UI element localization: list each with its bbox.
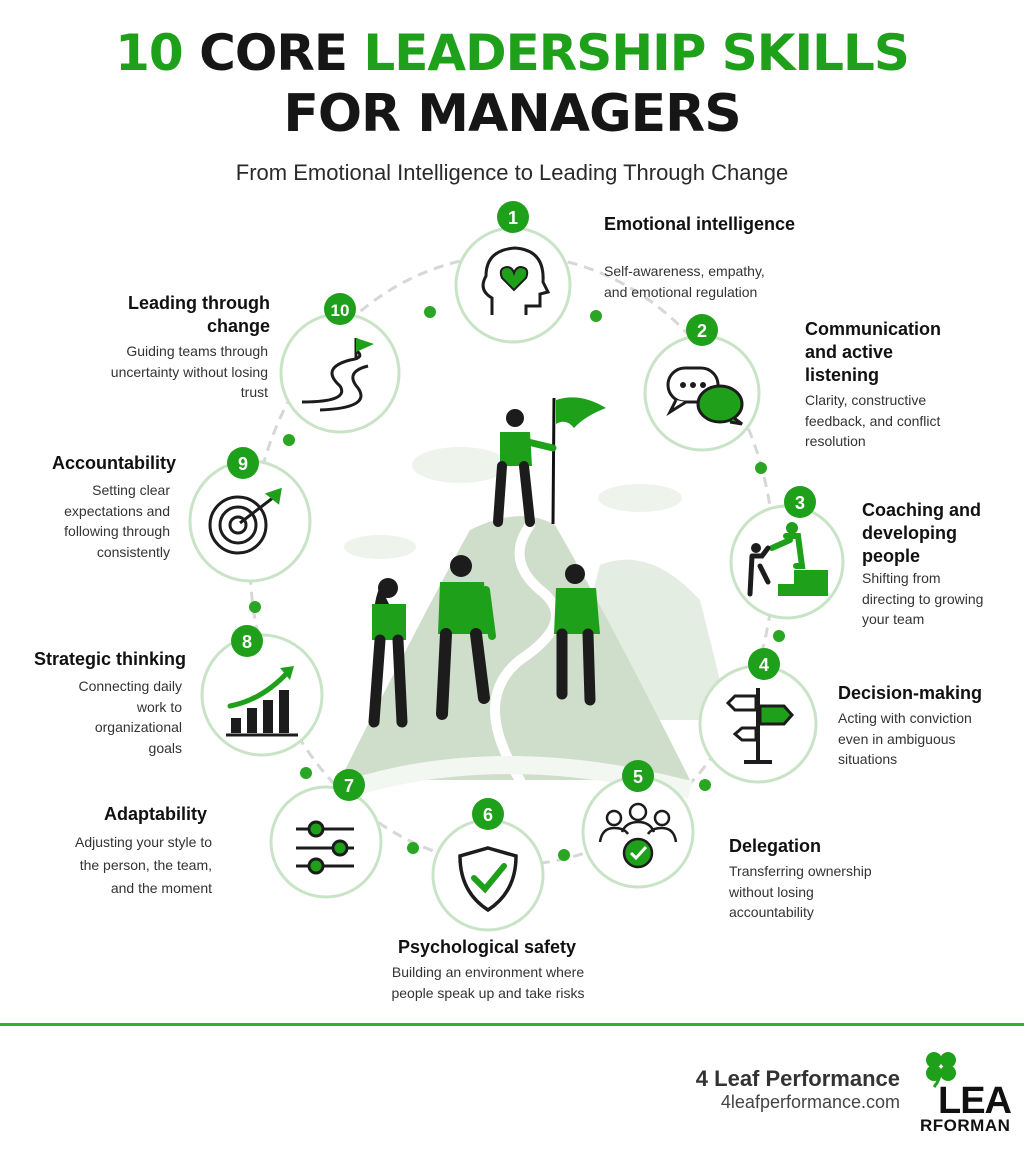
- skill-number: 1: [508, 208, 518, 228]
- skill-desc-8: Connecting daily work to organizational …: [78, 678, 182, 756]
- stairs-helping-icon: [747, 522, 828, 597]
- title-number: 10: [115, 24, 184, 82]
- skill-title-4: Decision-making: [838, 683, 983, 703]
- skill-number: 2: [697, 321, 707, 341]
- cloud: [412, 447, 508, 483]
- skill-desc-5: Transferring ownership without losing ac…: [729, 863, 872, 920]
- connector-dots: [249, 306, 785, 861]
- cloud: [344, 535, 416, 559]
- skill-number: 3: [795, 493, 805, 513]
- team-member-man: [554, 564, 600, 706]
- skill-desc-2: Clarity, constructive feedback, and conf…: [805, 392, 941, 449]
- skill-node-8: 8: [200, 625, 324, 757]
- sliders-icon: [296, 820, 354, 875]
- skill-title-3: Coaching and developing people: [862, 500, 982, 566]
- team-check-icon: [598, 802, 678, 869]
- skill-title-6: Psychological safety: [397, 937, 577, 957]
- brand-url[interactable]: 4leafperformance.com: [720, 1092, 900, 1112]
- skill-title-1: Emotional intelligence: [604, 214, 796, 234]
- logo-text: LEA: [938, 1080, 1012, 1122]
- skill-node-1: 1: [454, 201, 572, 344]
- mountain: [340, 516, 690, 780]
- title-highlight: LEADERSHIP SKILLS: [363, 24, 909, 82]
- skill-desc-9: Setting clear expectations and following…: [64, 482, 170, 560]
- skill-desc-4: Acting with conviction even in ambiguous…: [838, 710, 972, 767]
- skills-diagram: 1 2 3 4: [188, 201, 845, 932]
- skill-title-5: Delegation: [729, 836, 822, 856]
- skill-node-2: 2: [643, 314, 761, 452]
- leader-with-flag: [493, 397, 606, 527]
- team-member-woman: [368, 578, 408, 728]
- chat-bubbles-icon: [666, 366, 744, 426]
- footer-divider: [0, 1023, 1024, 1026]
- heart-head-icon: [481, 246, 551, 315]
- skill-node-6: 6: [431, 798, 545, 932]
- brand-name: 4 Leaf Performance: [695, 1066, 900, 1091]
- skill-node-4: 4: [698, 648, 818, 784]
- winding-road-flag-icon: [301, 338, 374, 412]
- skill-node-9: 9: [188, 447, 312, 583]
- target-icon: [208, 487, 282, 555]
- skill-node-7: 7: [269, 769, 383, 899]
- skill-number: 4: [759, 655, 769, 675]
- logo-subtext: RFORMAN: [920, 1116, 1011, 1135]
- skill-desc-7: Adjusting your style to the person, the …: [75, 834, 212, 896]
- team-member-man: [436, 555, 496, 720]
- mountain-illustration: [340, 397, 730, 799]
- skill-desc-3: Shifting from directing to growing your …: [862, 570, 984, 627]
- title-line-2: FOR MANAGERS: [283, 84, 741, 144]
- skill-title-2: Communication and active listening: [805, 319, 942, 385]
- title-line-1: 10 CORE LEADERSHIP SKILLS: [0, 28, 1024, 78]
- skill-desc-10: Guiding teams through uncertainty withou…: [110, 343, 268, 400]
- skill-title-7: Adaptability: [103, 804, 207, 824]
- skill-node-3: 3: [729, 486, 845, 620]
- skill-number: 9: [238, 454, 248, 474]
- growth-chart-icon: [226, 666, 298, 737]
- skill-title-10: Leading through change: [128, 293, 270, 336]
- shield-check-icon: [458, 846, 518, 913]
- skill-desc-6: Building an environment where people spe…: [391, 964, 585, 1001]
- skill-number: 5: [633, 767, 643, 787]
- skill-node-10: 10: [279, 293, 401, 434]
- title-core: CORE: [199, 24, 348, 82]
- skill-number: 8: [242, 632, 252, 652]
- mountain-path: [490, 520, 561, 785]
- clover-logo-icon: [926, 1052, 956, 1088]
- cloud: [598, 484, 682, 512]
- skill-number: 7: [344, 776, 354, 796]
- skill-desc-1: Self-awareness, empathy, and emotional r…: [604, 263, 765, 300]
- skill-title-9: Accountability: [51, 453, 176, 473]
- skill-number: 10: [331, 301, 350, 320]
- subtitle: From Emotional Intelligence to Leading T…: [235, 160, 789, 185]
- skill-number: 6: [483, 805, 493, 825]
- signpost-icon: [725, 688, 795, 764]
- skill-node-5: 5: [581, 760, 695, 889]
- skill-title-8: Strategic thinking: [33, 649, 186, 669]
